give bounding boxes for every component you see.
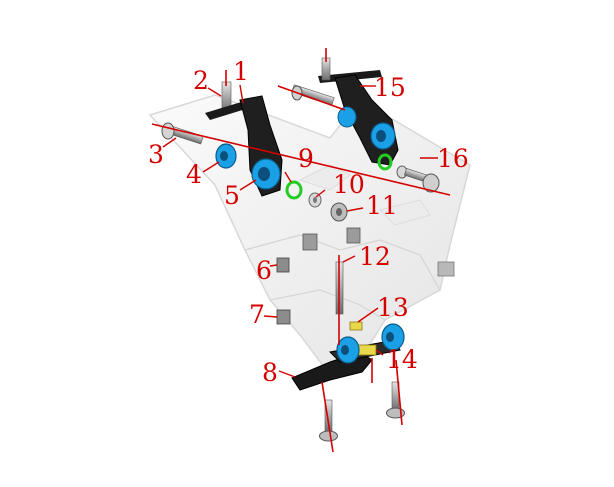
callout-15: 15 [374, 73, 406, 102]
lower-bolt-left [319, 399, 338, 442]
right-lever-bolt [291, 84, 335, 106]
callout-9: 9 [298, 144, 314, 173]
part-10-washer [308, 192, 322, 208]
part-6-clip [276, 257, 290, 273]
part-11-nut [330, 202, 348, 222]
callout-10: 10 [333, 170, 365, 199]
assembly-axis-lines [151, 48, 451, 453]
callout-8: 8 [262, 358, 278, 387]
right-lever-bushing [337, 106, 396, 150]
callout-12: 12 [359, 242, 391, 271]
lower-bolt-right [386, 381, 405, 419]
callout-11: 11 [366, 191, 398, 220]
callout-13: 13 [377, 293, 409, 322]
callout-14: 14 [386, 345, 418, 374]
callout-5: 5 [224, 181, 240, 210]
frame-clip [346, 227, 361, 244]
callout-1: 1 [233, 57, 249, 86]
callout-labels: 1 2 3 4 5 6 7 8 9 10 11 12 13 14 15 16 [148, 57, 469, 387]
callout-7: 7 [249, 300, 265, 329]
part-4-spacer [215, 143, 237, 169]
right-oring [377, 153, 393, 171]
part-5-bushing [251, 158, 281, 190]
callout-2: 2 [193, 66, 209, 95]
frame-clip [302, 233, 318, 251]
callout-4: 4 [186, 160, 202, 189]
callout-6: 6 [256, 256, 272, 285]
callout-leaders [162, 84, 438, 378]
callout-16: 16 [437, 144, 469, 173]
part-14-bushings [336, 323, 405, 364]
part-7-clip [276, 309, 291, 325]
frame-clip [437, 261, 455, 277]
part-16-bolt [396, 165, 440, 193]
callout-3: 3 [148, 140, 164, 169]
part-9-oring [285, 180, 303, 200]
